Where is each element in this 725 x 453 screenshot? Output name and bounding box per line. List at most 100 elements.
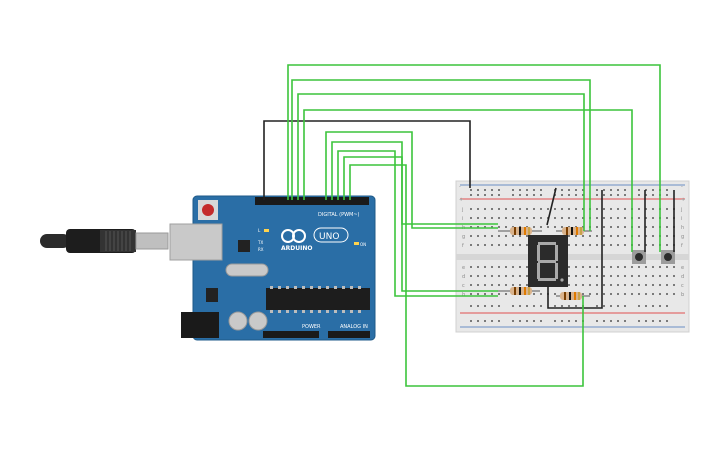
breadboard-hole[interactable]: [533, 194, 535, 196]
breadboard-hole[interactable]: [645, 217, 647, 219]
breadboard-hole[interactable]: [519, 217, 521, 219]
breadboard-hole[interactable]: [526, 235, 528, 237]
breadboard-hole[interactable]: [533, 293, 535, 295]
breadboard-hole[interactable]: [568, 208, 570, 210]
breadboard-hole[interactable]: [652, 244, 654, 246]
breadboard-hole[interactable]: [582, 284, 584, 286]
breadboard-hole[interactable]: [652, 284, 654, 286]
breadboard-hole[interactable]: [512, 244, 514, 246]
breadboard-hole[interactable]: [470, 235, 472, 237]
breadboard-hole[interactable]: [575, 208, 577, 210]
breadboard-hole[interactable]: [568, 284, 570, 286]
breadboard-hole[interactable]: [540, 305, 542, 307]
breadboard-hole[interactable]: [645, 266, 647, 268]
breadboard-hole[interactable]: [484, 208, 486, 210]
breadboard-hole[interactable]: [638, 305, 640, 307]
pushbutton[interactable]: [661, 250, 675, 264]
breadboard-hole[interactable]: [596, 293, 598, 295]
breadboard-hole[interactable]: [540, 208, 542, 210]
breadboard-hole[interactable]: [575, 217, 577, 219]
breadboard-hole[interactable]: [603, 235, 605, 237]
breadboard-hole[interactable]: [610, 266, 612, 268]
breadboard-hole[interactable]: [575, 284, 577, 286]
breadboard-hole[interactable]: [617, 189, 619, 191]
breadboard-hole[interactable]: [526, 305, 528, 307]
breadboard-hole[interactable]: [498, 244, 500, 246]
breadboard-hole[interactable]: [484, 320, 486, 322]
breadboard-hole[interactable]: [645, 293, 647, 295]
breadboard-hole[interactable]: [638, 235, 640, 237]
breadboard-hole[interactable]: [477, 189, 479, 191]
black-wires[interactable]: [263, 120, 675, 309]
resistor[interactable]: [556, 292, 590, 300]
breadboard-hole[interactable]: [617, 293, 619, 295]
breadboard-hole[interactable]: [491, 244, 493, 246]
breadboard-hole[interactable]: [645, 284, 647, 286]
breadboard-hole[interactable]: [582, 266, 584, 268]
breadboard-hole[interactable]: [603, 320, 605, 322]
breadboard-hole[interactable]: [575, 194, 577, 196]
breadboard-hole[interactable]: [610, 226, 612, 228]
breadboard-hole[interactable]: [519, 194, 521, 196]
breadboard-hole[interactable]: [603, 305, 605, 307]
breadboard-hole[interactable]: [477, 217, 479, 219]
breadboard-hole[interactable]: [659, 320, 661, 322]
breadboard-hole[interactable]: [491, 275, 493, 277]
breadboard-hole[interactable]: [638, 189, 640, 191]
breadboard-hole[interactable]: [491, 305, 493, 307]
breadboard-hole[interactable]: [610, 320, 612, 322]
breadboard-hole[interactable]: [519, 266, 521, 268]
breadboard-hole[interactable]: [470, 208, 472, 210]
breadboard-hole[interactable]: [484, 275, 486, 277]
breadboard-hole[interactable]: [498, 266, 500, 268]
breadboard-hole[interactable]: [498, 235, 500, 237]
breadboard-hole[interactable]: [554, 305, 556, 307]
breadboard-hole[interactable]: [561, 194, 563, 196]
breadboard-hole[interactable]: [624, 189, 626, 191]
breadboard-hole[interactable]: [652, 194, 654, 196]
breadboard-hole[interactable]: [638, 194, 640, 196]
breadboard-hole[interactable]: [568, 320, 570, 322]
breadboard-hole[interactable]: [666, 284, 668, 286]
breadboard-hole[interactable]: [575, 320, 577, 322]
breadboard-hole[interactable]: [519, 208, 521, 210]
breadboard-hole[interactable]: [645, 208, 647, 210]
breadboard-hole[interactable]: [645, 320, 647, 322]
breadboard-hole[interactable]: [470, 244, 472, 246]
breadboard-hole[interactable]: [561, 305, 563, 307]
breadboard-hole[interactable]: [561, 189, 563, 191]
breadboard-hole[interactable]: [666, 244, 668, 246]
breadboard-hole[interactable]: [477, 226, 479, 228]
breadboard-hole[interactable]: [526, 194, 528, 196]
breadboard-hole[interactable]: [603, 275, 605, 277]
breadboard-hole[interactable]: [554, 293, 556, 295]
breadboard-hole[interactable]: [519, 284, 521, 286]
breadboard-hole[interactable]: [470, 293, 472, 295]
breadboard-hole[interactable]: [603, 266, 605, 268]
breadboard-hole[interactable]: [519, 235, 521, 237]
breadboard-hole[interactable]: [631, 293, 633, 295]
breadboard-hole[interactable]: [652, 293, 654, 295]
breadboard-hole[interactable]: [470, 305, 472, 307]
breadboard-hole[interactable]: [533, 226, 535, 228]
breadboard-hole[interactable]: [603, 189, 605, 191]
breadboard-hole[interactable]: [624, 217, 626, 219]
breadboard-hole[interactable]: [526, 244, 528, 246]
breadboard-hole[interactable]: [470, 266, 472, 268]
breadboard-hole[interactable]: [540, 226, 542, 228]
breadboard-hole[interactable]: [505, 208, 507, 210]
breadboard-hole[interactable]: [568, 275, 570, 277]
breadboard-hole[interactable]: [624, 284, 626, 286]
breadboard-hole[interactable]: [526, 275, 528, 277]
breadboard-hole[interactable]: [498, 275, 500, 277]
breadboard-hole[interactable]: [603, 194, 605, 196]
breadboard-hole[interactable]: [491, 320, 493, 322]
breadboard-hole[interactable]: [631, 266, 633, 268]
breadboard-hole[interactable]: [540, 217, 542, 219]
breadboard-hole[interactable]: [575, 275, 577, 277]
breadboard-hole[interactable]: [603, 217, 605, 219]
breadboard-hole[interactable]: [666, 266, 668, 268]
breadboard-hole[interactable]: [470, 320, 472, 322]
breadboard-hole[interactable]: [533, 208, 535, 210]
breadboard-hole[interactable]: [498, 189, 500, 191]
